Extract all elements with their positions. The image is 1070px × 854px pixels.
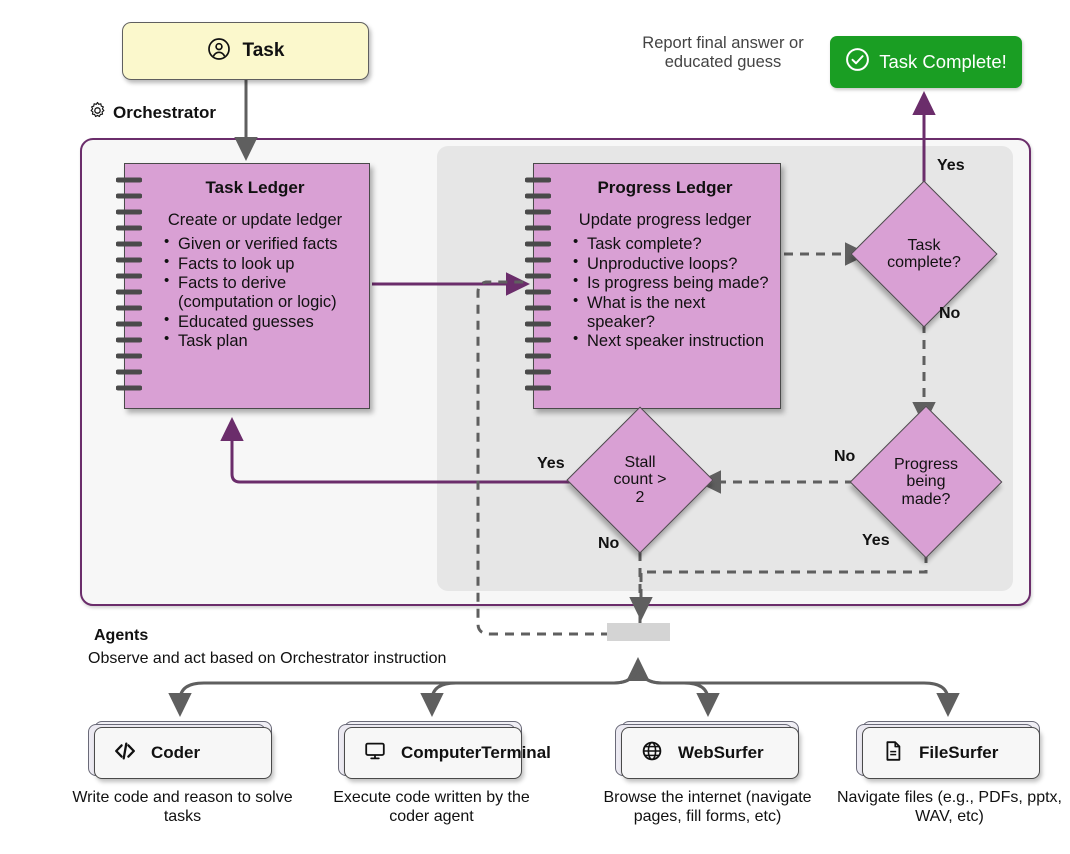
list-item: What is the next speaker? bbox=[573, 293, 770, 331]
report-answer-text: Report final answer or educated guess bbox=[642, 34, 804, 72]
agent-name: WebSurfer bbox=[678, 743, 764, 762]
card-front[interactable]: FileSurfer bbox=[862, 727, 1040, 779]
decision-line: 2 bbox=[635, 488, 645, 506]
decision-stall-count[interactable]: Stall count > 2 bbox=[566, 406, 714, 554]
task-ledger-subtitle: Create or update ledger bbox=[167, 211, 343, 229]
agent-dispatch-hub bbox=[607, 623, 670, 641]
decision-line: being bbox=[906, 473, 946, 491]
decision-line: complete? bbox=[887, 254, 961, 271]
task-complete-label: Task Complete! bbox=[879, 51, 1007, 72]
agents-section-subtitle: Observe and act based on Orchestrator in… bbox=[88, 650, 447, 667]
decision-task-complete[interactable]: Task complete? bbox=[850, 180, 998, 328]
monitor-icon bbox=[363, 739, 387, 768]
decision-line: Progress bbox=[893, 456, 959, 474]
agent-description-filesurfer: Navigate files (e.g., PDFs, pptx, WAV, e… bbox=[837, 789, 1062, 826]
agent-name: FileSurfer bbox=[919, 743, 999, 762]
list-item: Educated guesses bbox=[164, 312, 359, 332]
card-front[interactable]: Coder bbox=[94, 727, 272, 779]
list-item: Facts to look up bbox=[164, 254, 359, 274]
edge-label-progress-made-yes: Yes bbox=[862, 532, 890, 549]
list-item: Given or verified facts bbox=[164, 234, 359, 254]
list-item: Task plan bbox=[164, 331, 359, 351]
code-icon bbox=[113, 739, 137, 768]
agent-description-coder: Write code and reason to solve tasks bbox=[72, 789, 293, 826]
decision-progress-made[interactable]: Progress being made? bbox=[849, 405, 1003, 559]
agent-name: Coder bbox=[151, 743, 201, 762]
agent-card-computerterminal[interactable]: ComputerTerminal bbox=[338, 721, 551, 779]
task-label: Task bbox=[242, 40, 285, 61]
edge-label-progress-made-no: No bbox=[834, 448, 856, 465]
decision-stall-count-label: Stall count > 2 bbox=[588, 454, 692, 506]
list-item: Is progress being made? bbox=[573, 273, 770, 293]
list-item: Unproductive loops? bbox=[573, 254, 770, 274]
check-circle-icon bbox=[845, 47, 870, 77]
progress-ledger-list: Task complete? Unproductive loops? Is pr… bbox=[560, 234, 770, 351]
agent-card-filesurfer[interactable]: FileSurfer bbox=[856, 721, 1040, 779]
edge-label-stall-yes: Yes bbox=[537, 455, 565, 472]
progress-ledger-title: Progress Ledger bbox=[597, 178, 733, 197]
agent-card-coder[interactable]: Coder bbox=[88, 721, 272, 779]
gear-icon bbox=[88, 101, 107, 125]
decision-progress-made-label: Progress being made? bbox=[872, 456, 980, 508]
decision-line: count > bbox=[613, 471, 667, 489]
list-item: Facts to derive (computation or logic) bbox=[164, 273, 359, 311]
task-ledger-list: Given or verified facts Facts to look up… bbox=[151, 234, 359, 351]
decision-line: Stall bbox=[624, 454, 656, 472]
agent-card-websurfer[interactable]: WebSurfer bbox=[615, 721, 799, 779]
orchestrator-title: Orchestrator bbox=[88, 101, 216, 125]
edge-label-stall-no: No bbox=[598, 535, 620, 552]
globe-icon bbox=[640, 739, 664, 768]
decision-task-complete-label: Task complete? bbox=[872, 237, 976, 272]
agent-name: ComputerTerminal bbox=[401, 743, 551, 762]
task-complete-badge[interactable]: Task Complete! bbox=[830, 36, 1022, 88]
agent-description-computerterminal: Execute code written by the coder agent bbox=[333, 789, 530, 826]
list-item: Task complete? bbox=[573, 234, 770, 254]
decision-line: Task bbox=[907, 236, 941, 254]
progress-ledger-node[interactable]: Progress Ledger Update progress ledger T… bbox=[525, 163, 781, 409]
file-icon bbox=[881, 739, 905, 768]
card-front[interactable]: WebSurfer bbox=[621, 727, 799, 779]
list-item: Next speaker instruction bbox=[573, 331, 770, 351]
orchestrator-label: Orchestrator bbox=[113, 103, 216, 122]
task-ledger-title: Task Ledger bbox=[205, 178, 305, 197]
agents-section-title: Agents bbox=[94, 627, 149, 644]
task-node[interactable]: Task bbox=[122, 22, 369, 80]
card-front[interactable]: ComputerTerminal bbox=[344, 727, 551, 779]
spiral-binding-icon bbox=[525, 177, 551, 391]
edge-label-task-complete-yes: Yes bbox=[937, 157, 965, 174]
task-ledger-node[interactable]: Task Ledger Create or update ledger Give… bbox=[116, 163, 370, 409]
user-circle-icon bbox=[207, 37, 231, 66]
decision-line: made? bbox=[901, 490, 951, 508]
agent-description-websurfer: Browse the internet (navigate pages, fil… bbox=[603, 789, 812, 826]
edge-label-task-complete-no: No bbox=[939, 305, 961, 322]
spiral-binding-icon bbox=[116, 177, 142, 391]
progress-ledger-subtitle: Update progress ledger bbox=[578, 211, 752, 229]
